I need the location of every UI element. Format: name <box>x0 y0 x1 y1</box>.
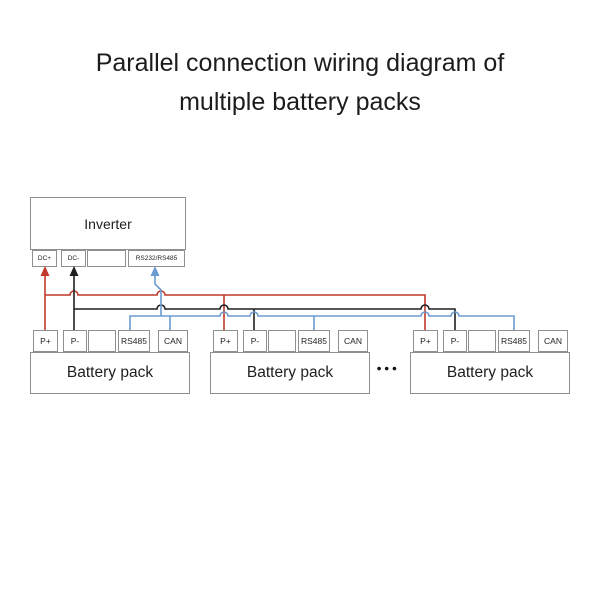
battery1-terminal-p-plus: P+ <box>33 330 58 352</box>
battery1-label: Battery pack <box>66 364 154 381</box>
battery2-terminal-p-plus: P+ <box>213 330 238 352</box>
battery2-terminal-blank <box>268 330 296 352</box>
battery3-label: Battery pack <box>446 364 534 381</box>
battery1-terminal-blank <box>88 330 116 352</box>
inverter-box: Inverter DC+ DC- RS232/RS485 <box>30 197 186 267</box>
comm-wire-inverter-drop <box>154 275 162 316</box>
battery3-terminal-p-plus: P+ <box>413 330 438 352</box>
battery2-terminal-rs485: RS485 <box>298 330 330 352</box>
inverter-terminal-rs232-rs485: RS232/RS485 <box>128 250 185 267</box>
battery1-body: Battery pack <box>30 352 190 394</box>
battery2-terminal-p-minus: P- <box>243 330 267 352</box>
positive-bus-wire <box>45 290 426 330</box>
more-packs-ellipsis: ●●● <box>376 363 400 373</box>
battery3-terminal-rs485: RS485 <box>498 330 530 352</box>
negative-bus-wire <box>74 304 456 330</box>
battery1-terminal-p-minus: P- <box>63 330 87 352</box>
battery1-terminal-can: CAN <box>158 330 188 352</box>
battery2-body: Battery pack <box>210 352 370 394</box>
battery2-terminal-can: CAN <box>338 330 368 352</box>
positive-arrow-dc-plus <box>40 266 50 276</box>
diagram-title-line1: Parallel connection wiring diagram of <box>95 49 505 77</box>
battery-pack-3-box: P+ P- RS485 CAN Battery pack <box>410 330 570 394</box>
battery3-terminal-p-minus: P- <box>443 330 467 352</box>
battery1-terminal-rs485: RS485 <box>118 330 150 352</box>
battery3-terminal-can: CAN <box>538 330 568 352</box>
battery3-terminal-blank <box>468 330 496 352</box>
inverter-body: Inverter <box>30 197 186 250</box>
inverter-label: Inverter <box>84 215 132 232</box>
battery-pack-2-box: P+ P- RS485 CAN Battery pack <box>210 330 370 394</box>
battery-pack-1-box: P+ P- RS485 CAN Battery pack <box>30 330 190 394</box>
comm-arrow-rs232-rs485 <box>150 266 160 276</box>
comm-bus-wire <box>129 311 515 330</box>
battery2-label: Battery pack <box>246 364 334 381</box>
diagram-title: Parallel connection wiring diagram of mu… <box>0 44 600 122</box>
diagram-title-line2: multiple battery packs <box>179 88 421 116</box>
battery3-body: Battery pack <box>410 352 570 394</box>
inverter-terminal-dc-minus: DC- <box>61 250 86 267</box>
negative-arrow-dc-minus <box>69 266 79 276</box>
inverter-terminal-blank <box>87 250 126 267</box>
inverter-terminal-dc-plus: DC+ <box>32 250 57 267</box>
